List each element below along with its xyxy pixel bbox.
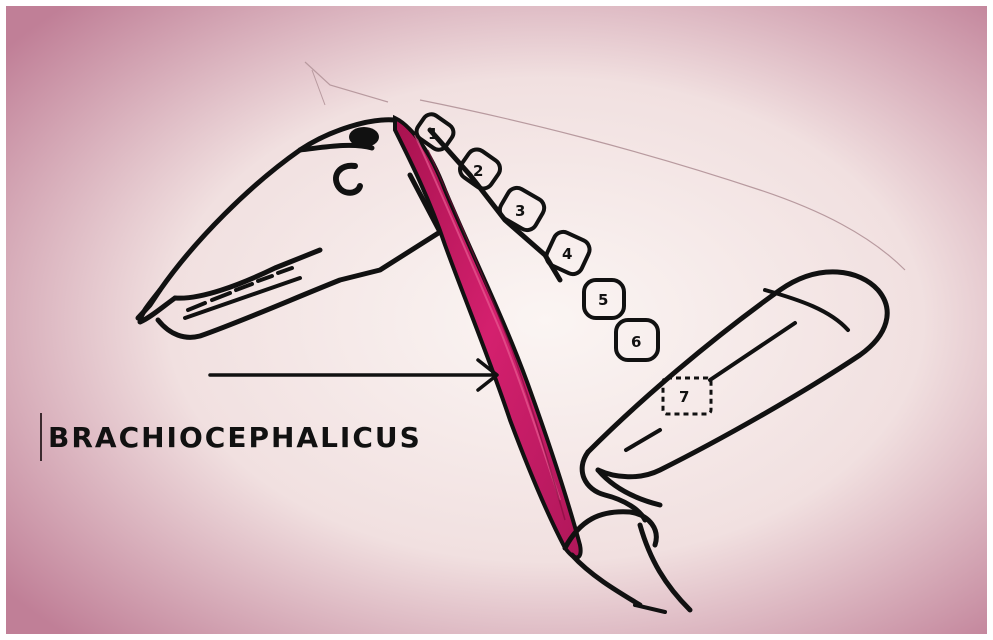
vertebra-7-number: 7 — [679, 388, 689, 406]
vertebra-6-number: 6 — [631, 333, 641, 351]
vertebra-5-number: 5 — [598, 291, 608, 309]
vertebra-1-number: 1 — [428, 125, 438, 143]
muscle-label: BRACHIOCEPHALICUS — [40, 412, 422, 462]
vertebra-4-number: 4 — [562, 245, 572, 263]
label-divider — [40, 413, 42, 461]
vertebra-3-number: 3 — [515, 202, 525, 220]
eye — [349, 127, 379, 147]
vertebra-2-number: 2 — [473, 162, 483, 180]
muscle-label-text: BRACHIOCEPHALICUS — [48, 421, 422, 454]
